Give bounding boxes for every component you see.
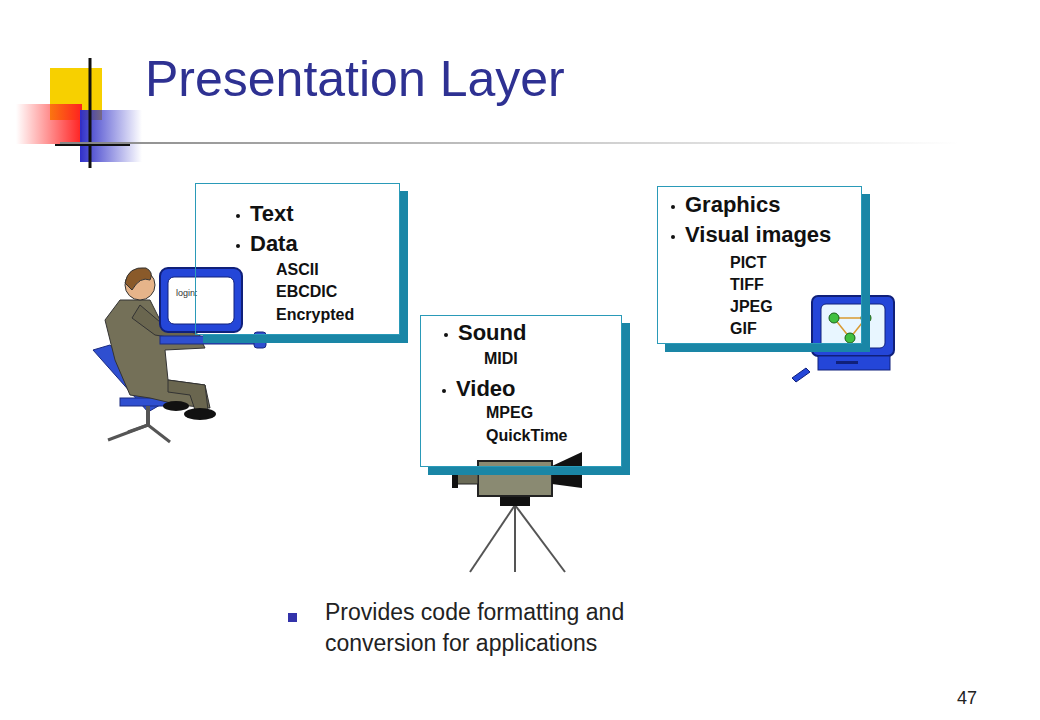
format-name: PICT	[730, 254, 766, 272]
bullet-square	[288, 613, 297, 622]
content-box: TextDataASCII EBCDIC Encrypted	[195, 183, 400, 335]
bullet-dot	[671, 235, 675, 239]
bullet-heading: Video	[456, 377, 516, 401]
format-name: MPEG	[486, 404, 533, 422]
format-name: QuickTime	[486, 427, 568, 445]
format-name: GIF	[730, 320, 757, 338]
person-at-computer	[93, 268, 266, 442]
slide-bullet: Provides code formatting and conversion …	[325, 597, 705, 659]
bullet-dot	[236, 214, 240, 218]
bullet-dot	[442, 389, 446, 393]
slide-title: Presentation Layer	[145, 52, 565, 107]
format-name: JPEG	[730, 298, 773, 316]
format-name: Encrypted	[276, 306, 354, 324]
bullet-dot	[444, 333, 448, 337]
video-camera	[452, 452, 582, 572]
format-name: ASCII	[276, 261, 319, 279]
screen-text: login:	[176, 287, 198, 299]
bullet-dot	[236, 244, 240, 248]
page-number: 47	[957, 686, 977, 710]
title-logo	[16, 58, 142, 168]
format-name: TIFF	[730, 276, 764, 294]
title-rule	[60, 142, 960, 144]
bullet-heading: Visual images	[685, 223, 831, 247]
content-box: SoundMIDI VideoMPEG QuickTime	[420, 315, 622, 467]
bullet-dot	[671, 205, 675, 209]
bullet-heading: Sound	[458, 321, 526, 345]
bullet-heading: Text	[250, 202, 294, 226]
graphics-monitor	[792, 296, 894, 382]
format-name: EBCDIC	[276, 283, 337, 301]
format-name: MIDI	[484, 350, 518, 368]
bullet-heading: Graphics	[685, 193, 780, 217]
content-box: GraphicsVisual imagesPICT TIFF JPEG GIF	[657, 186, 862, 344]
bullet-heading: Data	[250, 232, 298, 256]
